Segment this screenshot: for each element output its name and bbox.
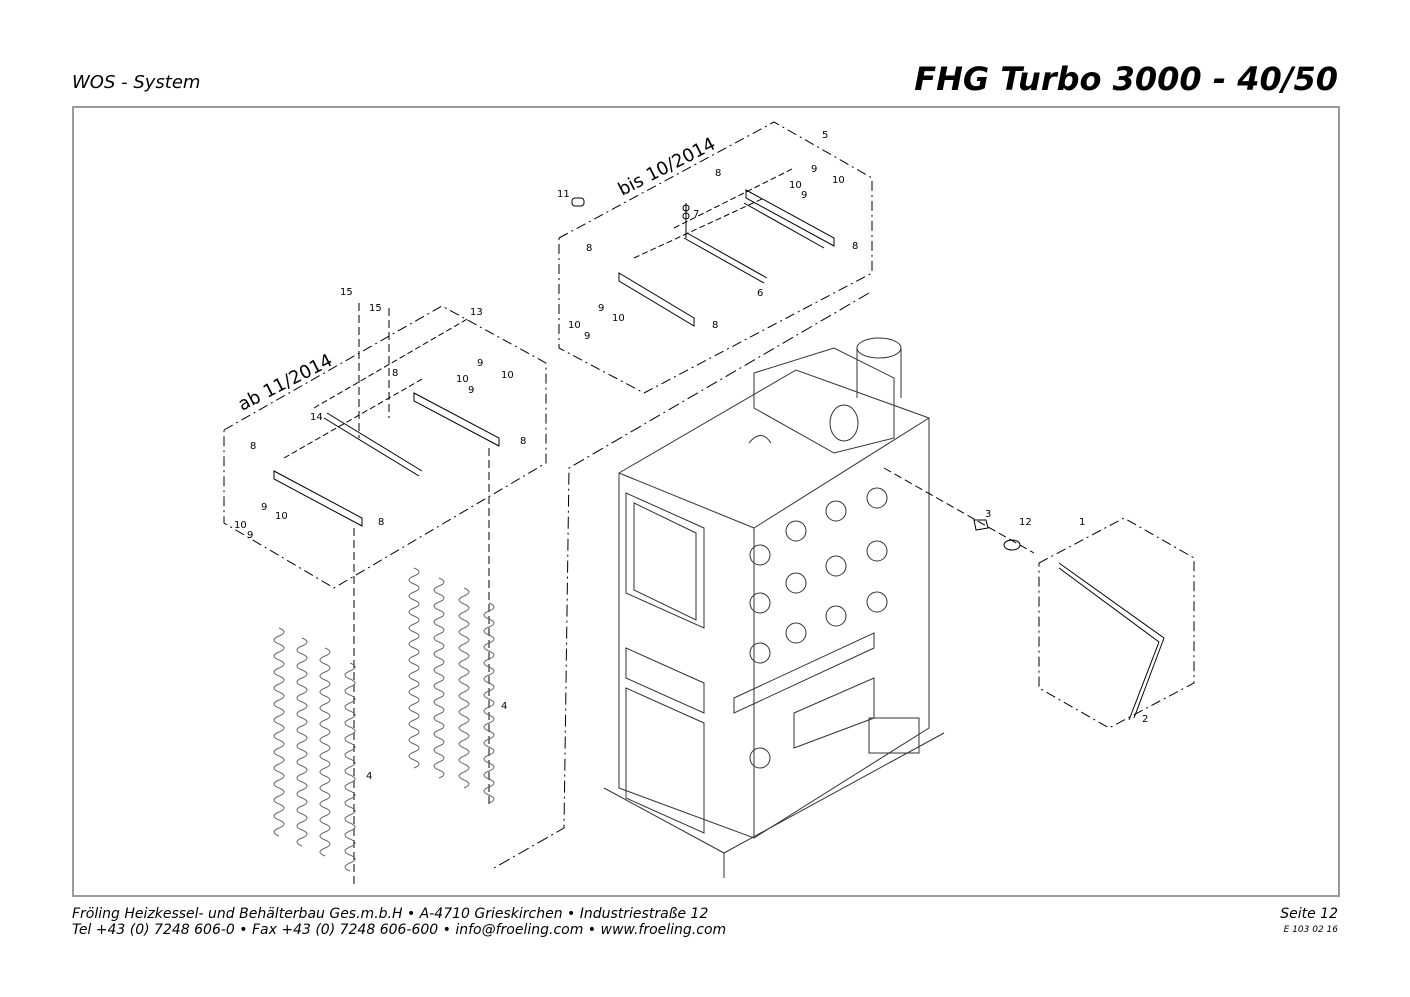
footer-contact: Tel +43 (0) 7248 606-0 • Fax +43 (0) 724… — [72, 922, 727, 938]
part-label-1: 1 — [1079, 517, 1085, 528]
part-label-15b: 15 — [369, 303, 382, 314]
part-label-6: 6 — [757, 288, 763, 299]
part-label-13: 13 — [470, 307, 483, 318]
part-label-8h: 8 — [378, 517, 384, 528]
lever-arm — [883, 467, 1165, 721]
part-label-10a: 10 — [832, 175, 845, 186]
rod-assembly-new — [273, 303, 500, 888]
part-label-10f: 10 — [456, 374, 469, 385]
assembly-box-new — [223, 305, 547, 589]
turbulator-springs-left — [273, 627, 356, 872]
version-label-new: ab 11/2014 — [235, 350, 336, 415]
part-label-8g: 8 — [250, 441, 256, 452]
part-label-9c: 9 — [598, 303, 604, 314]
turbulator-springs-right — [408, 567, 495, 804]
part-label-8a: 8 — [715, 168, 721, 179]
part-label-10h: 10 — [234, 520, 247, 531]
part-label-2: 2 — [1142, 714, 1148, 725]
part-label-8b: 8 — [852, 241, 858, 252]
part-label-7: 7 — [693, 209, 699, 220]
assembly-box-old — [558, 121, 873, 394]
header-system-title: WOS - System — [72, 72, 201, 93]
lever-box — [1038, 517, 1195, 729]
rod-assembly-old — [571, 167, 835, 327]
exploded-view-diagram: bis 10/2014 ab 11/2014 1 2 3 4 4 5 6 7 8… — [223, 121, 1195, 888]
part-label-9h: 9 — [247, 530, 253, 541]
part-label-14: 14 — [310, 412, 323, 423]
boiler-body — [603, 337, 945, 878]
part-label-9a: 9 — [811, 164, 817, 175]
part-label-9e: 9 — [477, 358, 483, 369]
footer-company-address: Fröling Heizkessel- und Behälterbau Ges.… — [72, 906, 709, 922]
part-label-9f: 9 — [468, 385, 474, 396]
part-label-10c: 10 — [612, 313, 625, 324]
version-label-old: bis 10/2014 — [615, 133, 719, 200]
part-label-10g: 10 — [275, 511, 288, 522]
part-label-8f: 8 — [520, 436, 526, 447]
part-label-3: 3 — [985, 509, 991, 520]
part-label-10e: 10 — [501, 370, 514, 381]
header-product-title: FHG Turbo 3000 - 40/50 — [914, 60, 1338, 98]
diagram-frame: bis 10/2014 ab 11/2014 1 2 3 4 4 5 6 7 8… — [72, 106, 1340, 897]
footer-page-number: Seite 12 — [1280, 906, 1338, 922]
boiler-tube-openings — [749, 487, 888, 769]
part-label-11: 11 — [557, 189, 570, 200]
part-label-8d: 8 — [712, 320, 718, 331]
part-label-9d: 9 — [584, 331, 590, 342]
part-label-8c: 8 — [586, 243, 592, 254]
part-label-15a: 15 — [340, 287, 353, 298]
part-label-9b: 9 — [801, 190, 807, 201]
part-label-12: 12 — [1019, 517, 1032, 528]
part-label-5: 5 — [822, 130, 828, 141]
part-label-9g: 9 — [261, 502, 267, 513]
part-label-10d: 10 — [568, 320, 581, 331]
part-label-8e: 8 — [392, 368, 398, 379]
part-label-4: 4 — [366, 771, 372, 782]
part-label-4b: 4 — [501, 701, 507, 712]
connector-lines — [493, 292, 870, 869]
footer-document-code: E 103 02 16 — [1283, 925, 1338, 935]
part-label-10b: 10 — [789, 180, 802, 191]
